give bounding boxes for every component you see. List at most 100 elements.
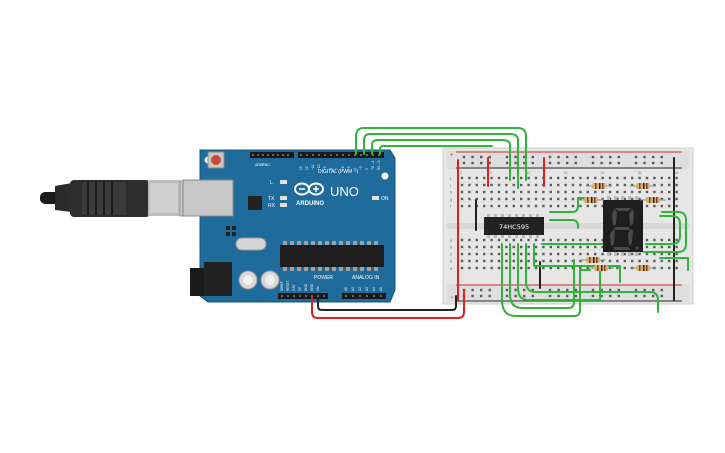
breadboard-hole[interactable] — [468, 259, 471, 263]
breadboard-hole[interactable] — [675, 266, 678, 270]
breadboard-hole[interactable] — [505, 183, 508, 187]
breadboard-hole[interactable] — [675, 190, 678, 194]
wire-green-clock[interactable] — [371, 139, 511, 181]
breadboard-hole[interactable] — [564, 197, 567, 201]
breadboard-hole[interactable] — [497, 259, 501, 263]
breadboard-hole[interactable] — [631, 252, 634, 256]
breadboard-hole[interactable] — [571, 176, 575, 180]
resistor-icon[interactable] — [586, 183, 612, 189]
breadboard-hole[interactable] — [608, 176, 612, 180]
breadboard-hole[interactable] — [490, 238, 493, 242]
breadboard-hole[interactable] — [549, 245, 552, 249]
breadboard-hole[interactable] — [475, 245, 478, 249]
breadboard-hole[interactable] — [571, 183, 575, 187]
breadboard-hole[interactable] — [579, 238, 582, 242]
breadboard-hole[interactable] — [601, 176, 604, 180]
breadboard-hole[interactable] — [542, 245, 545, 249]
breadboard-hole[interactable] — [512, 259, 515, 263]
breadboard-hole[interactable] — [653, 176, 656, 180]
rail-hole[interactable] — [574, 294, 577, 298]
breadboard-hole[interactable] — [564, 259, 567, 263]
rail-hole[interactable] — [591, 161, 595, 165]
breadboard-hole[interactable] — [645, 259, 649, 263]
breadboard-hole[interactable] — [483, 245, 486, 249]
rail-hole[interactable] — [531, 294, 534, 298]
breadboard-hole[interactable] — [497, 204, 501, 208]
breadboard-hole[interactable] — [564, 176, 567, 180]
breadboard-hole[interactable] — [490, 266, 493, 270]
breadboard-hole[interactable] — [490, 190, 493, 194]
breadboard-hole[interactable] — [460, 176, 464, 180]
breadboard-hole[interactable] — [653, 183, 656, 187]
breadboard-hole[interactable] — [623, 176, 626, 180]
rail-hole[interactable] — [643, 161, 646, 165]
breadboard-hole[interactable] — [668, 204, 671, 208]
breadboard-hole[interactable] — [631, 259, 634, 263]
breadboard-hole[interactable] — [675, 183, 678, 187]
breadboard-hole[interactable] — [675, 245, 678, 249]
wire-green-qc[interactable] — [501, 243, 591, 317]
breadboard-hole[interactable] — [623, 252, 626, 256]
breadboard-hole[interactable] — [512, 204, 515, 208]
breadboard-hole[interactable] — [534, 204, 538, 208]
breadboard-hole[interactable] — [616, 176, 619, 180]
resistor-icon[interactable] — [630, 265, 656, 271]
breadboard-hole[interactable] — [571, 245, 575, 249]
rail-hole[interactable] — [531, 155, 534, 159]
breadboard-hole[interactable] — [534, 252, 538, 256]
rail-hole[interactable] — [523, 161, 526, 165]
wire-green-clock-2[interactable] — [379, 145, 493, 155]
breadboard-hole[interactable] — [601, 238, 604, 242]
breadboard-hole[interactable] — [534, 259, 538, 263]
breadboard-hole[interactable] — [675, 259, 678, 263]
breadboard-hole[interactable] — [505, 266, 508, 270]
rail-hole[interactable] — [652, 155, 655, 159]
breadboard-hole[interactable] — [468, 238, 471, 242]
breadboard-hole[interactable] — [571, 190, 575, 194]
breadboard-hole[interactable] — [483, 259, 486, 263]
breadboard-hole[interactable] — [645, 252, 649, 256]
breadboard-hole[interactable] — [542, 266, 545, 270]
rail-hole[interactable] — [591, 155, 595, 159]
breadboard-hole[interactable] — [586, 204, 589, 208]
breadboard-hole[interactable] — [512, 190, 515, 194]
breadboard-hole[interactable] — [557, 176, 560, 180]
resistors[interactable] — [578, 183, 666, 271]
breadboard-hole[interactable] — [660, 197, 663, 201]
breadboard-hole[interactable] — [638, 252, 641, 256]
breadboard-hole[interactable] — [512, 176, 515, 180]
breadboard-hole[interactable] — [579, 190, 582, 194]
breadboard-hole[interactable] — [564, 252, 567, 256]
breadboard-hole[interactable] — [497, 238, 501, 242]
breadboard-hole[interactable] — [623, 190, 626, 194]
breadboard-hole[interactable] — [660, 252, 663, 256]
breadboard-hole[interactable] — [668, 183, 671, 187]
rail-hole[interactable] — [471, 288, 474, 292]
rail-hole[interactable] — [488, 294, 491, 298]
breadboard-hole[interactable] — [594, 204, 597, 208]
breadboard-hole[interactable] — [520, 183, 523, 187]
breadboard-hole[interactable] — [460, 266, 464, 270]
rail-hole[interactable] — [548, 161, 552, 165]
rail-hole[interactable] — [609, 155, 612, 159]
wire-green-latch[interactable] — [363, 133, 519, 189]
breadboard-hole[interactable] — [520, 238, 523, 242]
breadboard-hole[interactable] — [490, 204, 493, 208]
rail-hole[interactable] — [566, 161, 569, 165]
breadboard-hole[interactable] — [631, 183, 634, 187]
breadboard-hole[interactable] — [527, 183, 530, 187]
rail-hole[interactable] — [480, 155, 483, 159]
breadboard-hole[interactable] — [527, 266, 530, 270]
rail-hole[interactable] — [634, 294, 638, 298]
analog-header[interactable] — [342, 293, 386, 299]
breadboard-hole[interactable] — [520, 190, 523, 194]
breadboard-hole[interactable] — [601, 245, 604, 249]
breadboard-hole[interactable] — [571, 204, 575, 208]
breadboard-hole[interactable] — [675, 197, 678, 201]
rail-hole[interactable] — [548, 155, 552, 159]
wire-black-gnd[interactable] — [317, 295, 457, 311]
breadboard-hole[interactable] — [586, 183, 589, 187]
breadboard-hole[interactable] — [579, 252, 582, 256]
top-power-rail[interactable] — [447, 151, 689, 169]
